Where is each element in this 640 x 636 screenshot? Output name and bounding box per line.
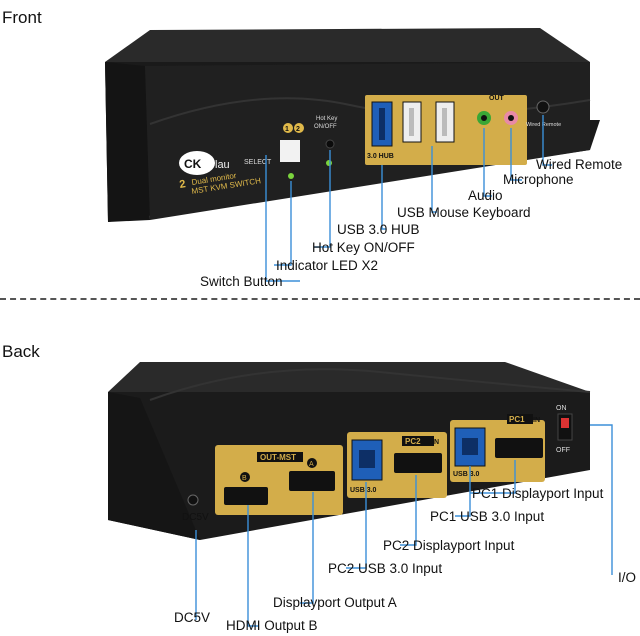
label-pc1-usb: PC1 USB 3.0 Input	[430, 509, 545, 524]
label-pc1-dp: PC1 Displayport Input	[472, 486, 604, 501]
svg-text:lau: lau	[215, 159, 230, 171]
label-usb-mouse-keyboard: USB Mouse Keyboard	[397, 205, 531, 220]
label-pc2-dp: PC2 Displayport Input	[383, 538, 515, 553]
label-hotkey: Hot Key ON/OFF	[312, 240, 415, 255]
wired-remote-jack	[536, 100, 550, 114]
led-1	[288, 173, 294, 179]
logo-badge	[179, 151, 215, 175]
front-leader-lines	[265, 115, 552, 282]
select-button[interactable]	[280, 140, 300, 162]
label-io: I/O	[618, 570, 637, 585]
svg-text:B: B	[242, 475, 247, 482]
led-2	[326, 160, 332, 166]
svg-text:OUT: OUT	[489, 95, 505, 102]
svg-text:USB 3.0: USB 3.0	[350, 487, 377, 494]
svg-text:USB 3.0: USB 3.0	[453, 471, 480, 478]
dp-out-a	[289, 471, 335, 491]
label-indicator-led: Indicator LED X2	[276, 258, 379, 273]
svg-text:ON/OFF: ON/OFF	[314, 124, 337, 130]
section-divider	[0, 298, 640, 300]
back-leader-lines	[195, 424, 613, 627]
svg-text:PC1: PC1	[509, 415, 525, 424]
svg-text:SELECT: SELECT	[244, 159, 272, 166]
svg-text:2: 2	[179, 178, 187, 191]
hdmi-out-b	[224, 487, 268, 505]
svg-text:IN: IN	[533, 417, 540, 424]
back-title: Back	[2, 342, 40, 361]
label-dc5v-small: DC5V	[182, 512, 209, 523]
pc2-dp-port	[394, 453, 442, 473]
pc1-dp-port	[495, 438, 543, 458]
svg-text:ON: ON	[556, 405, 567, 412]
hotkey-button[interactable]	[325, 139, 335, 149]
label-hdmi-out-b: HDMI Output B	[226, 618, 318, 633]
label-usb-hub: USB 3.0 HUB	[337, 222, 420, 237]
svg-text:2: 2	[296, 126, 300, 133]
dc-jack	[187, 494, 199, 506]
svg-text:Hot Key: Hot Key	[316, 116, 337, 122]
label-switch-button: Switch Button	[200, 274, 283, 289]
svg-text:CK: CK	[184, 157, 202, 171]
svg-text:3.0 HUB: 3.0 HUB	[367, 153, 394, 160]
label-dp-out-a: Displayport Output A	[273, 595, 397, 610]
svg-text:IN: IN	[432, 439, 439, 446]
label-audio: Audio	[468, 188, 503, 203]
label-dc5v: DC5V	[174, 610, 211, 625]
front-title: Front	[2, 8, 42, 27]
svg-text:PC2: PC2	[405, 437, 421, 446]
label-pc2-usb: PC2 USB 3.0 Input	[328, 561, 443, 576]
svg-text:OFF: OFF	[556, 447, 570, 454]
svg-text:1: 1	[285, 126, 289, 133]
svg-text:OUT-MST: OUT-MST	[260, 453, 296, 462]
label-wired-remote: Wired Remote	[536, 157, 623, 172]
svg-text:A: A	[309, 461, 314, 468]
label-microphone: Microphone	[503, 172, 574, 187]
front-device: CK lau 2 Dual monitor MST KVM SWITCH SEL…	[105, 28, 613, 627]
